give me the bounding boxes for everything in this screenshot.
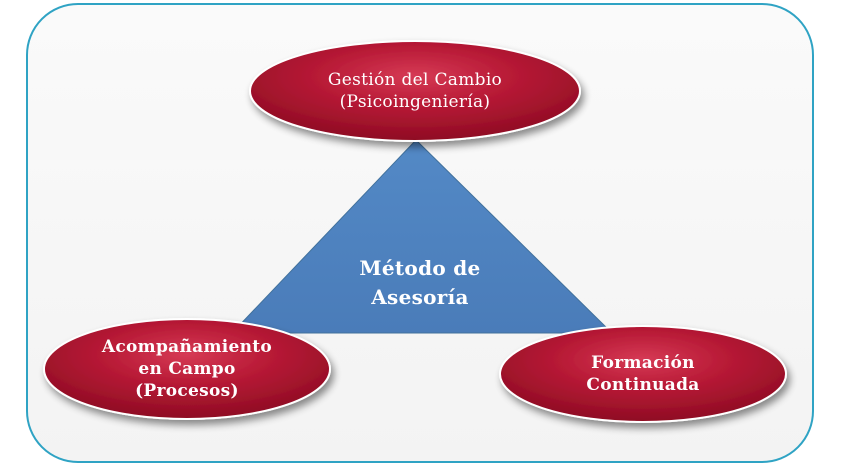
oval-left	[43, 318, 331, 420]
oval-top	[249, 40, 581, 142]
oval-right	[499, 325, 787, 423]
method-triangle	[230, 139, 614, 334]
